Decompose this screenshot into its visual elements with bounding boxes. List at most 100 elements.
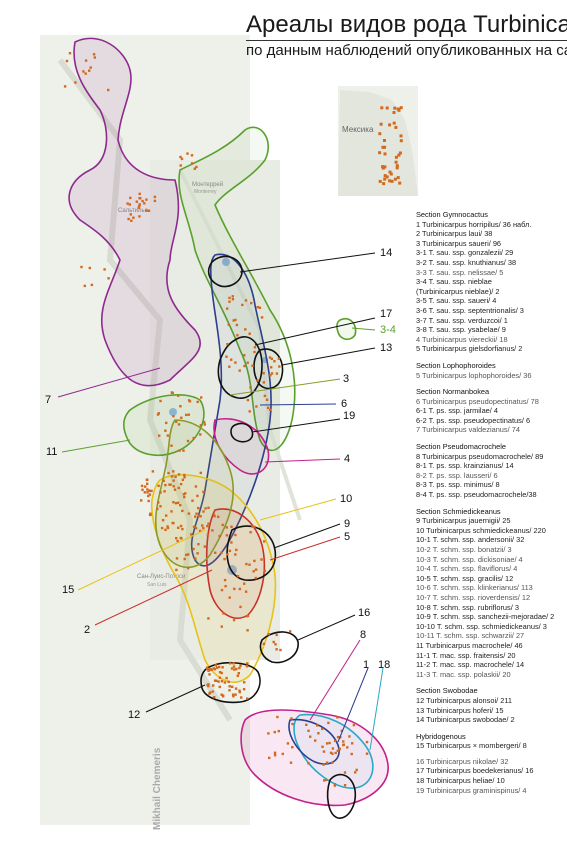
observation-dot xyxy=(166,434,169,437)
observation-dot xyxy=(235,323,239,327)
legend-item: 6 Turbinicarpus pseudopectinatus/ 78 xyxy=(416,396,539,406)
observation-dot xyxy=(276,715,279,719)
observation-dot xyxy=(149,512,152,515)
observation-dot xyxy=(215,679,218,682)
inset-observation-dot xyxy=(394,125,398,129)
observation-dot xyxy=(158,434,161,437)
legend-item: 1 Turbinicarpus horripilus/ 36 набл. xyxy=(416,219,532,229)
observation-dot xyxy=(220,693,223,696)
observation-dot xyxy=(260,558,263,561)
observation-dot xyxy=(246,697,249,700)
observation-dot xyxy=(194,485,198,488)
observation-dot xyxy=(80,265,83,269)
observation-dot xyxy=(307,762,310,765)
callout-11: 11 xyxy=(46,446,57,458)
legend-item: 10-1 T. schm. ssp. andersonii/ 32 xyxy=(416,535,525,545)
callout-14: 14 xyxy=(380,247,392,259)
observation-dot xyxy=(188,400,192,403)
callout-labels: 14 17 3-4 13 3 7 6 19 11 4 10 9 5 15 2 1… xyxy=(45,247,396,721)
observation-dot xyxy=(159,491,162,494)
observation-dot xyxy=(240,696,243,699)
observation-dot xyxy=(157,501,160,504)
observation-dot xyxy=(233,587,236,591)
observation-dot xyxy=(205,666,209,669)
observation-dot xyxy=(239,664,242,667)
observation-dot xyxy=(156,413,160,416)
observation-dot xyxy=(350,752,353,756)
observation-dot xyxy=(224,585,227,588)
inset-observation-dot xyxy=(396,107,400,111)
city-slp-en-label: San Luis xyxy=(147,582,167,588)
observation-dot xyxy=(182,493,186,496)
inset-observation-dot xyxy=(383,165,387,169)
observation-dot xyxy=(129,196,132,200)
inset-country-label: Мексика xyxy=(342,125,374,134)
observation-dot xyxy=(218,685,221,689)
observation-dot xyxy=(279,648,282,652)
observation-dot xyxy=(334,739,337,743)
observation-dot xyxy=(260,316,264,319)
observation-dot xyxy=(147,499,150,503)
observation-dot xyxy=(253,350,256,354)
observation-dot xyxy=(127,217,130,221)
legend-item: 5 Turbinicarpus lophophoroides/ 36 xyxy=(416,370,532,380)
observation-dot xyxy=(183,476,186,479)
observation-dot xyxy=(243,681,246,684)
observation-dot xyxy=(266,406,270,409)
legend-item: 17 Turbinicarpus boedekerianus/ 16 xyxy=(416,766,534,776)
observation-dot xyxy=(278,365,281,368)
legend-item: 8-4 T. ps. ssp. pseudomacrochele/38 xyxy=(416,490,537,500)
inset-observation-dot xyxy=(396,176,400,180)
observation-dot xyxy=(165,421,168,425)
observation-dot xyxy=(175,537,178,540)
observation-dot xyxy=(183,473,186,477)
observation-dot xyxy=(180,416,183,419)
observation-dot xyxy=(269,374,272,377)
observation-dot xyxy=(203,545,206,548)
city-monterrey-label: Монтеррей xyxy=(192,181,223,188)
observation-dot xyxy=(68,52,72,55)
observation-dot xyxy=(199,424,203,427)
observation-dot xyxy=(65,59,69,63)
observation-dot xyxy=(323,779,326,782)
observation-dot xyxy=(236,334,239,337)
observation-dot xyxy=(179,482,183,486)
observation-dot xyxy=(228,689,231,692)
legend-item: 3-4 T. sau. ssp. nieblae xyxy=(416,277,492,287)
inset-observation-dot xyxy=(388,123,392,127)
observation-dots xyxy=(63,52,369,787)
observation-dot xyxy=(183,495,186,499)
inset-observation-dot xyxy=(383,174,387,178)
observation-dot xyxy=(214,551,217,554)
observation-dot xyxy=(171,391,174,395)
observation-dot xyxy=(238,690,241,694)
observation-dot xyxy=(175,557,179,560)
legend-item: 10-3 T. schm. ssp. dickisoniae/ 4 xyxy=(416,554,523,564)
observation-dot xyxy=(191,499,194,502)
observation-dot xyxy=(93,56,96,59)
observation-dot xyxy=(351,742,354,745)
observation-dot xyxy=(173,488,177,491)
legend-item: 10-4 T. schm. ssp. flaviflorus/ 4 xyxy=(416,564,518,574)
legend-section-title: Section Gymnocactus xyxy=(416,210,488,219)
observation-dot xyxy=(217,515,220,518)
observation-dot xyxy=(253,346,257,349)
observation-dot xyxy=(248,563,251,566)
observation-dot xyxy=(253,525,256,529)
inset-observation-dot xyxy=(397,153,401,157)
observation-dot xyxy=(273,751,277,754)
observation-dot xyxy=(181,527,184,531)
inset-observation-dot xyxy=(399,106,403,110)
legend-item: 11-2 T. mac. ssp. macrochele/ 14 xyxy=(416,660,525,670)
observation-dot xyxy=(202,510,205,513)
observation-dot xyxy=(82,70,85,73)
observation-dot xyxy=(164,429,167,432)
observation-dot xyxy=(181,478,185,481)
observation-dot xyxy=(181,509,184,513)
inset-observation-dot xyxy=(381,166,385,170)
observation-dot xyxy=(336,716,339,719)
observation-dot xyxy=(213,696,216,699)
observation-dot xyxy=(262,642,266,645)
inset-observation-dot xyxy=(378,132,382,136)
inset-observation-dot xyxy=(382,182,386,186)
